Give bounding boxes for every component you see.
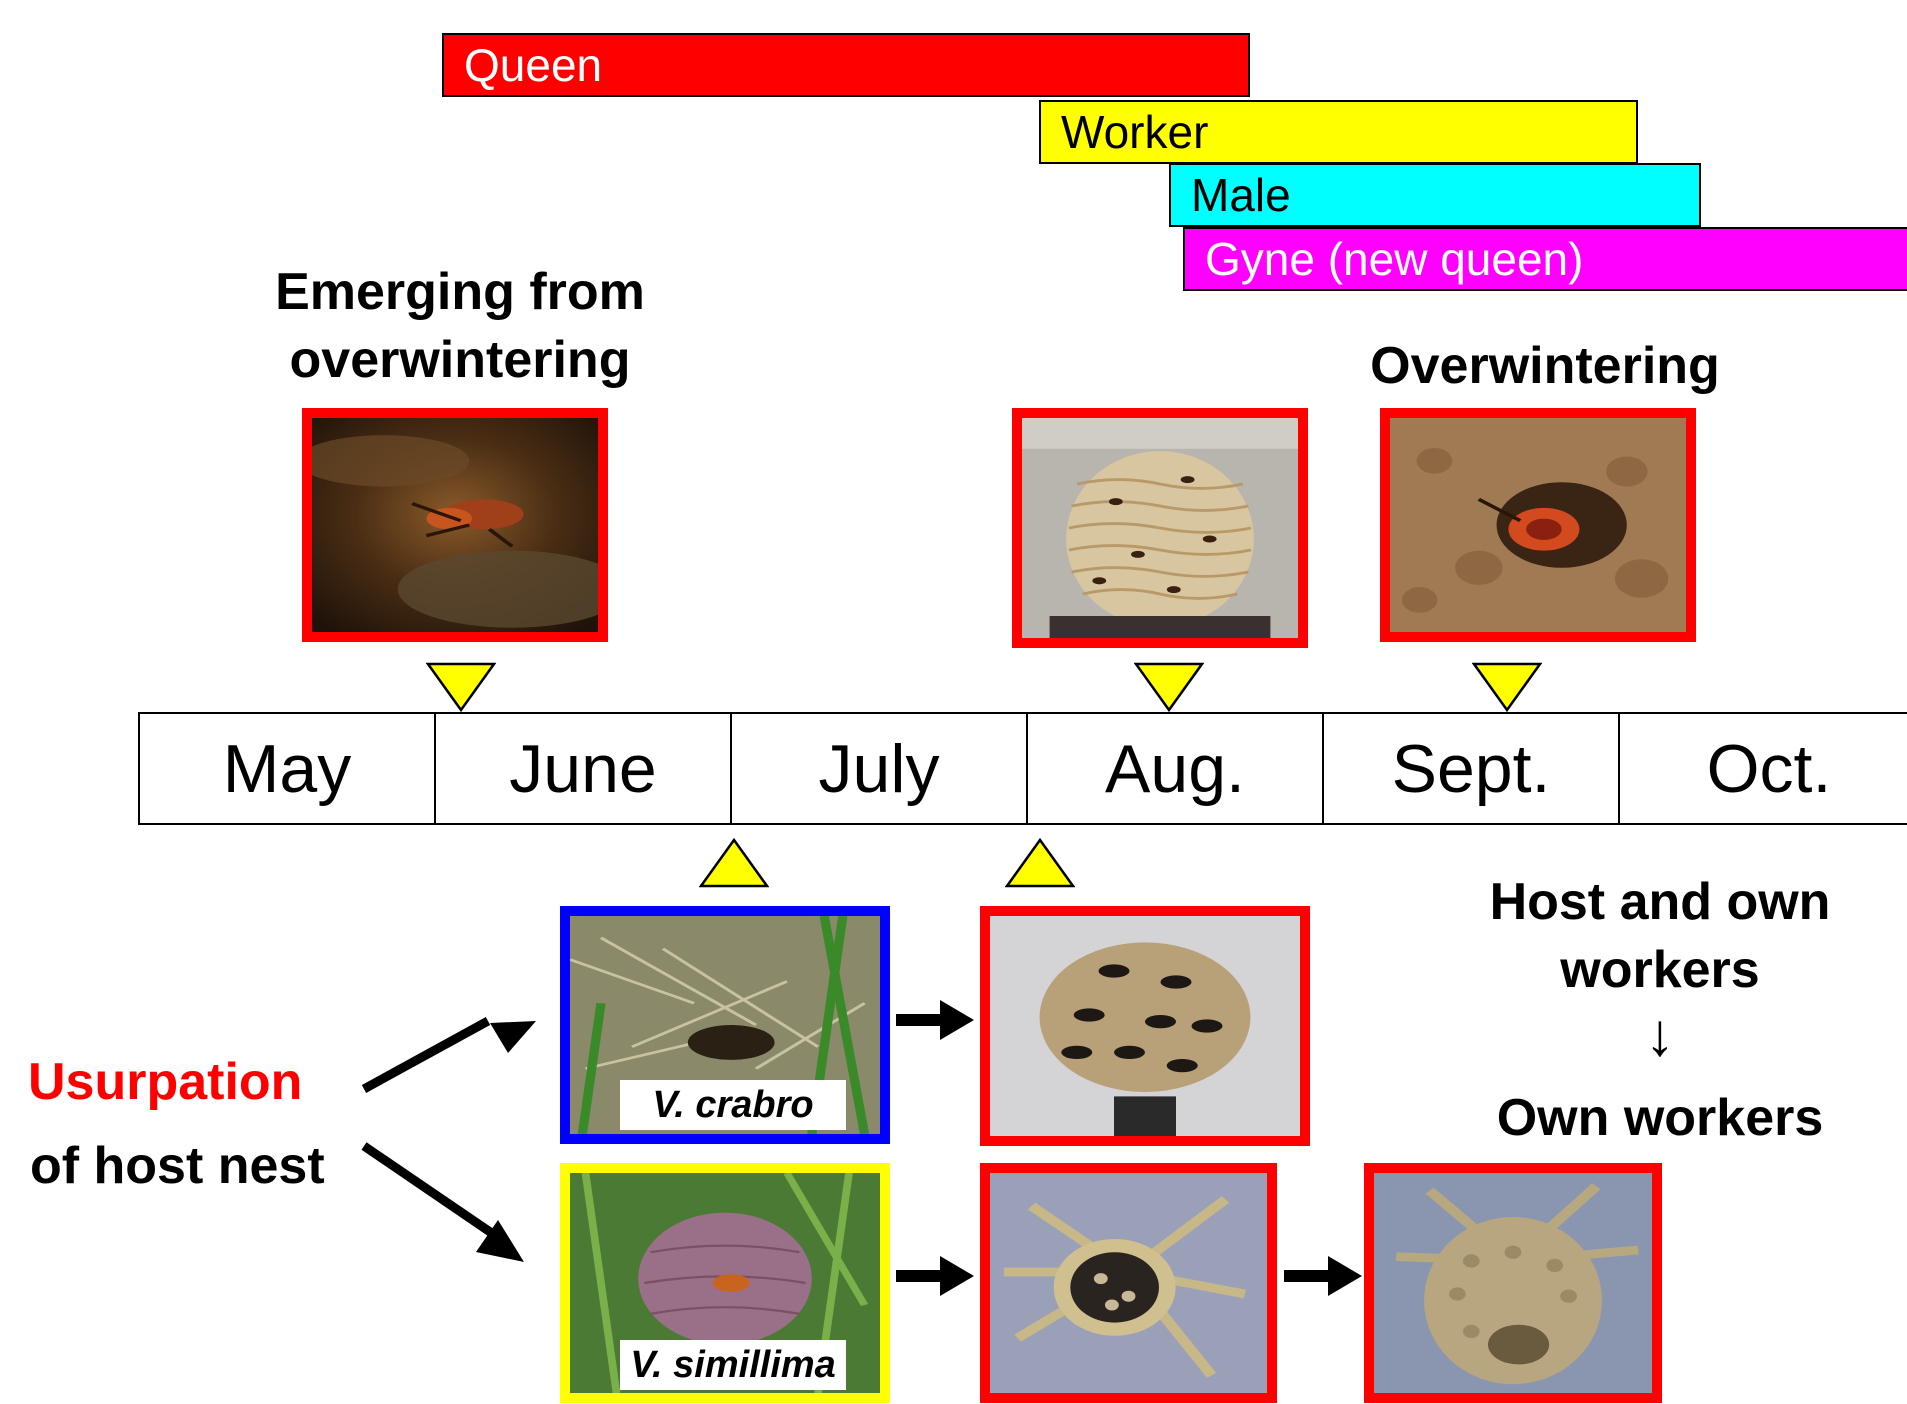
gyne-bar: Gyne (new queen)	[1183, 227, 1907, 291]
month-july: July	[732, 714, 1028, 823]
host-workers-line2: workers	[1440, 936, 1880, 1004]
month-june: June	[436, 714, 732, 823]
upper-diagonal-arrow-icon	[358, 1005, 538, 1095]
month-oct: Oct.	[1620, 714, 1907, 823]
simillima-to-usurped-arrow-icon	[894, 1254, 976, 1298]
overwintering-heading: Overwintering	[1330, 332, 1760, 400]
host-nest-text: of host nest	[30, 1136, 325, 1196]
overwintering-queen-photo	[1380, 408, 1696, 642]
usurped-crabro-nest-photo	[980, 906, 1310, 1146]
emerging-heading: Emerging from overwintering	[225, 258, 695, 394]
nest-marker-icon	[1134, 662, 1204, 712]
v-crabro-label: V. crabro	[620, 1080, 846, 1130]
own-workers-heading: Own workers	[1440, 1084, 1880, 1152]
host-workers-line1: Host and own	[1440, 868, 1880, 936]
worker-bar: Worker	[1039, 100, 1638, 164]
usurpation-word: Usurpation	[28, 1052, 302, 1112]
queen-label: Queen	[464, 38, 602, 92]
crabro-to-usurped-arrow-icon	[894, 998, 976, 1042]
month-timeline: May June July Aug. Sept. Oct.	[138, 712, 1907, 825]
own-workers-nest-photo	[1364, 1163, 1662, 1403]
mature-nest-photo	[1012, 408, 1308, 648]
month-sept: Sept.	[1324, 714, 1620, 823]
queen-bar: Queen	[442, 33, 1250, 97]
emerging-heading-line2: overwintering	[225, 326, 695, 394]
overwintering-marker-icon	[1472, 662, 1542, 712]
male-label: Male	[1191, 168, 1291, 222]
usurpation-end-marker-icon	[1005, 838, 1075, 888]
host-workers-heading: Host and own workers	[1440, 868, 1880, 1004]
emerging-marker-icon	[426, 662, 496, 712]
emerging-queen-photo	[302, 408, 608, 642]
month-may: May	[140, 714, 436, 823]
gyne-label: Gyne (new queen)	[1205, 232, 1583, 286]
male-bar: Male	[1169, 163, 1701, 227]
month-aug: Aug.	[1028, 714, 1324, 823]
worker-label: Worker	[1061, 105, 1208, 159]
lower-diagonal-arrow-icon	[358, 1140, 538, 1265]
usurped-to-own-nest-arrow-icon	[1282, 1254, 1364, 1298]
usurpation-start-marker-icon	[699, 838, 769, 888]
usurped-simillima-nest-photo	[980, 1163, 1277, 1403]
down-arrow-icon: ↓	[1630, 1005, 1690, 1065]
emerging-heading-line1: Emerging from	[225, 258, 695, 326]
v-simillima-label: V. simillima	[620, 1340, 846, 1390]
